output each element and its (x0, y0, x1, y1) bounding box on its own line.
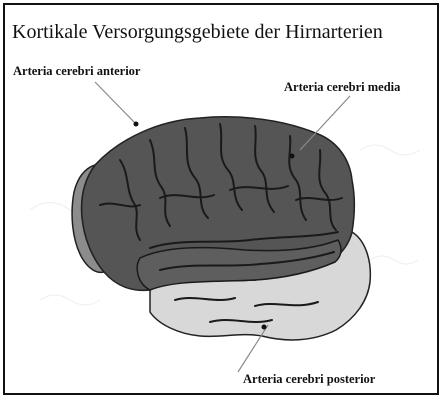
label-arteria-cerebri-posterior: Arteria cerebri posterior (243, 372, 375, 387)
label-arteria-cerebri-anterior: Arteria cerebri anterior (13, 64, 140, 79)
label-arteria-cerebri-media: Arteria cerebri media (284, 80, 400, 95)
figure-title: Kortikale Versorgungsgebiete der Hirnart… (12, 21, 383, 44)
